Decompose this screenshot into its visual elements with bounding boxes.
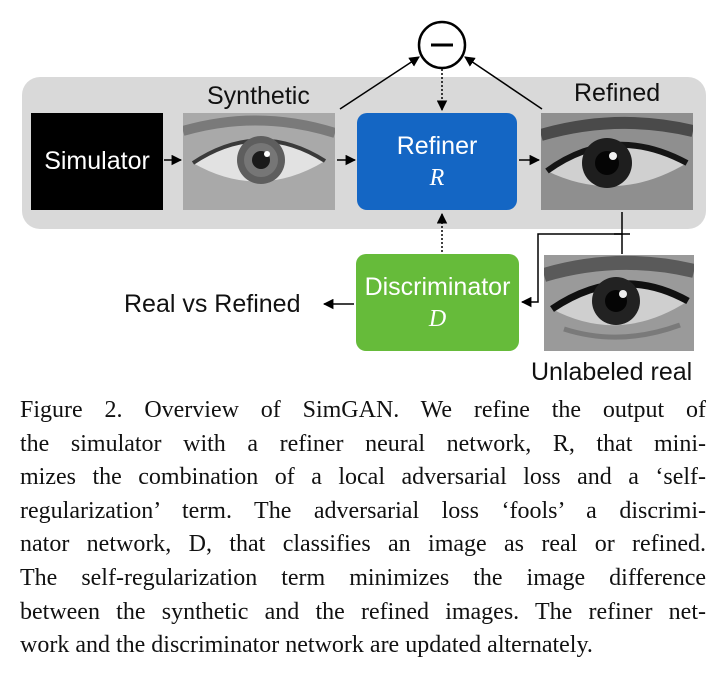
arrow-icon — [520, 212, 623, 308]
figure-caption: Figure 2. Overview of SimGAN. We refine … — [20, 394, 706, 663]
minus-icon — [417, 20, 467, 70]
refined-eye-image — [541, 113, 693, 210]
unlabeled-real-label: Unlabeled real — [531, 358, 693, 386]
arrow-icon — [464, 56, 543, 110]
refiner-symbol: R — [429, 164, 445, 191]
caption-line: work and the discriminator network are u… — [20, 632, 593, 659]
discriminator-symbol: D — [428, 305, 447, 332]
discriminator-box: Discriminator D — [356, 254, 519, 351]
synthetic-label: Synthetic — [207, 82, 310, 110]
caption-line: Figure 2. Overview of SimGAN. We refine … — [20, 397, 706, 423]
caption-line: mizes the combination of a local adversa… — [20, 464, 706, 491]
discriminator-label: Discriminator — [364, 272, 511, 301]
simulator-label: Simulator — [44, 147, 150, 175]
connector-arrows — [164, 20, 630, 310]
simgan-overview-figure: Synthetic Refined Simulator Refiner R Di… — [22, 20, 706, 386]
caption-line: the simulator with a refiner neural netw… — [20, 430, 706, 457]
refined-label: Refined — [574, 79, 661, 107]
caption-line: nator network, D, that classifies an ima… — [20, 531, 706, 558]
real-vs-refined-label: Real vs Refined — [124, 290, 301, 318]
unlabeled-real-eye-image — [544, 255, 694, 351]
refiner-box: Refiner R — [357, 113, 517, 210]
refiner-label: Refiner — [396, 131, 478, 160]
arrow-icon — [339, 56, 420, 110]
simulator-box: Simulator — [31, 113, 163, 210]
caption-line: between the synthetic and the refined im… — [20, 598, 706, 625]
caption-line: regularization’ term. The adversarial lo… — [20, 497, 706, 524]
caption-line: The self-regularization term minimizes t… — [20, 564, 706, 591]
synthetic-eye-image — [183, 113, 335, 210]
